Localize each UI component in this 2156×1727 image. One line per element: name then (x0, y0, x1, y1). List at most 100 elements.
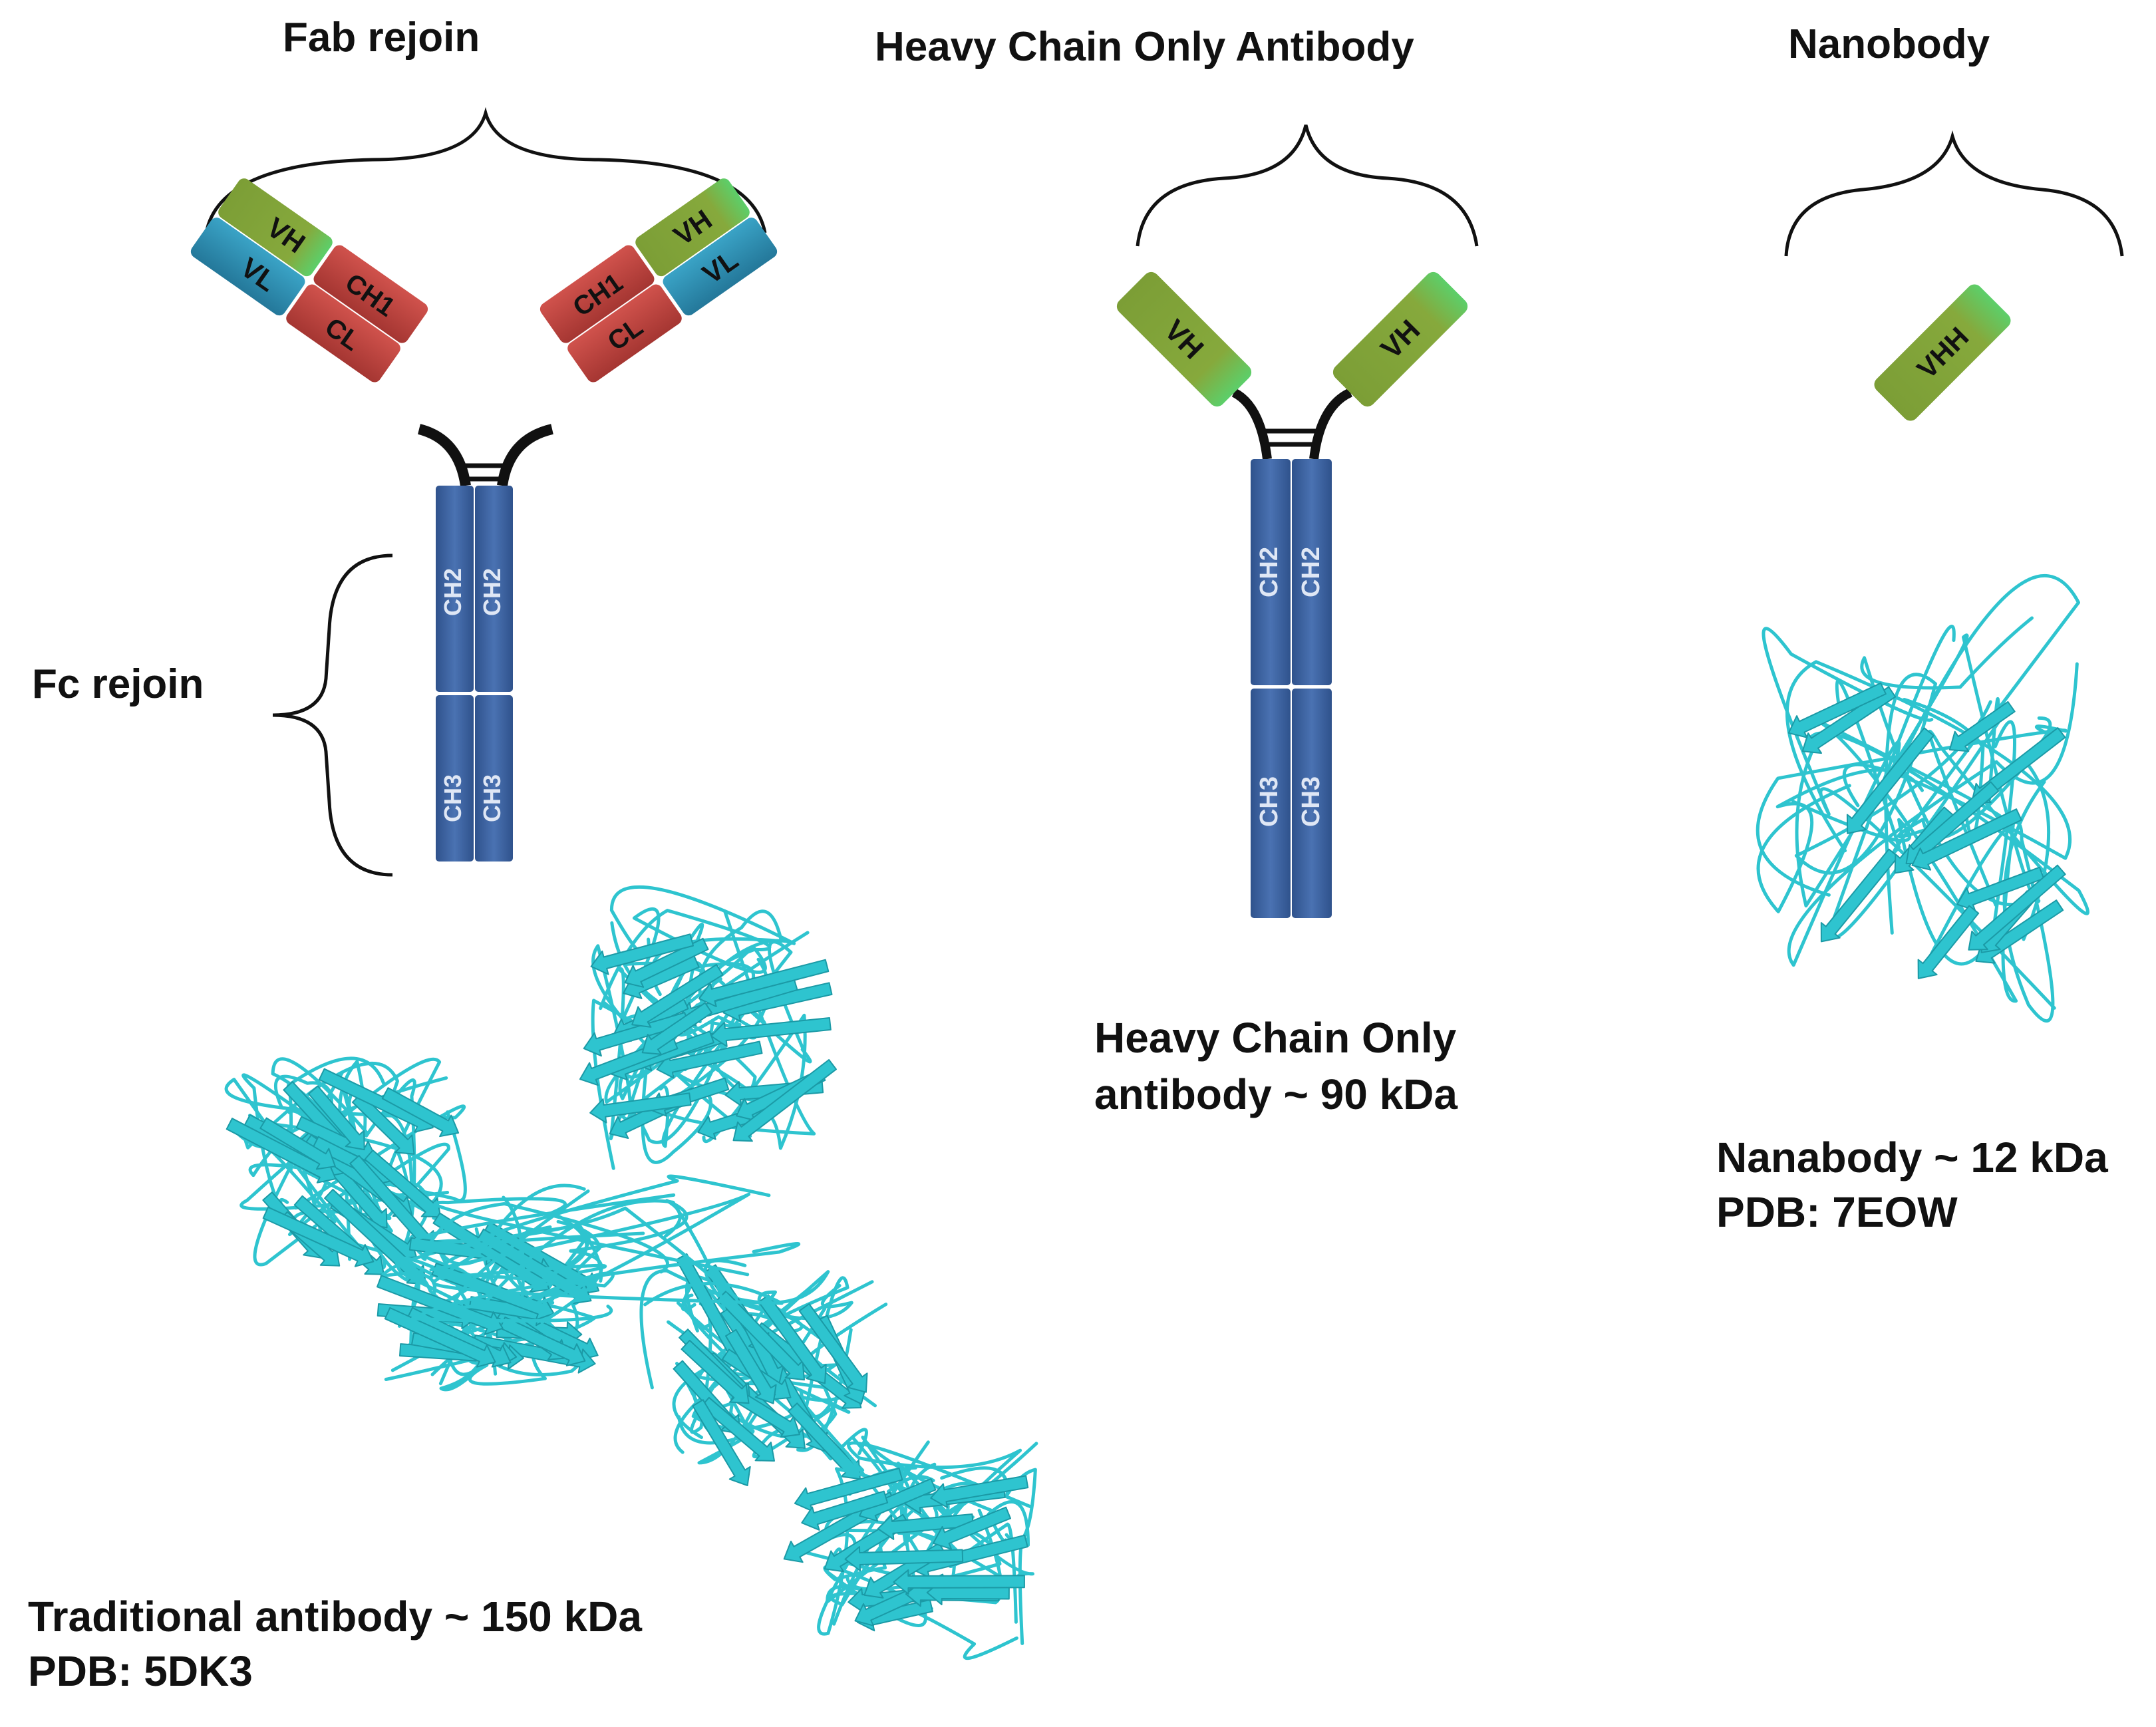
fab-arm-right: VH VL CH1 CL (539, 178, 778, 383)
traditional-caption-line2: PDB: 5DK3 (28, 1647, 253, 1695)
fc-low-strand (932, 1506, 1011, 1550)
fab-top-strand (732, 1059, 837, 1142)
hcab-vh-right: VH (1332, 271, 1468, 407)
fc-low-coil (987, 1500, 1030, 1645)
fab-left-strand (381, 1087, 460, 1138)
fab-top-strand (710, 1017, 832, 1047)
nano-caption-line2: PDB: 7EOW (1716, 1188, 1958, 1236)
hcab-ch3-label-right: CH3 (1297, 776, 1325, 827)
nanobody-title: Nanobody (1788, 21, 1990, 67)
fc-low-coil (826, 1497, 1018, 1660)
vhh-block (1874, 284, 2011, 421)
fab-top-strand (590, 933, 694, 975)
fab-arm-left: VH VL CH1 CL (190, 178, 428, 383)
fab-top-strand (698, 959, 830, 1007)
nano-strand (1917, 905, 1980, 979)
fab-brace (204, 106, 767, 234)
fc-low-strand (893, 1569, 1025, 1595)
fc-low-strand (930, 1475, 1029, 1508)
linker-coil (420, 1202, 669, 1274)
hinge-right (497, 424, 554, 487)
vl-domain-left (190, 218, 305, 316)
ch3-label-right: CH3 (478, 774, 506, 822)
hcab-ch3-domain-left (1251, 689, 1291, 918)
fc-mid-strand (692, 1399, 751, 1486)
nano-strand (1911, 808, 2022, 871)
nano-strand (1968, 864, 2066, 951)
hcab-diagram: CH2 CH2 CH3 CH3 VH VH (1116, 271, 1468, 918)
fc-low-strand (801, 1490, 889, 1531)
hcab-ch3-domain-right (1292, 689, 1332, 918)
structure-5dk3-ribbon (224, 885, 1038, 1660)
fc-brace (272, 553, 393, 877)
fc-stem: CH2 CH2 CH3 CH3 (436, 486, 513, 862)
vl-domain-right (663, 218, 778, 316)
nano-coil (1829, 625, 2000, 939)
structure-7eow-ribbon (1756, 574, 2089, 1023)
nano-coil (1791, 720, 2017, 966)
fab-top-strand (624, 937, 709, 988)
vh-domain-left (218, 178, 333, 277)
ch2-label-right: CH2 (478, 568, 506, 616)
hcab-vh-domain-left (1116, 271, 1252, 407)
ch1-domain-left (313, 245, 428, 343)
fc-low-strand (794, 1468, 903, 1512)
nano-caption-line1: Nanabody ~ 12 kDa (1716, 1134, 2108, 1181)
hcab-ch2-label-right: CH2 (1297, 547, 1325, 597)
nano-strand (1787, 682, 1887, 738)
ch2-domain-left (436, 486, 474, 692)
fab-top-coil (619, 907, 767, 1025)
ch3-domain-right (475, 695, 513, 862)
fc-mid-strand (798, 1303, 868, 1393)
hcab-ch3-label-left: CH3 (1255, 776, 1283, 827)
linker-coil (429, 1192, 751, 1306)
hcab-vh-domain-right (1332, 271, 1468, 407)
hcab-title: Heavy Chain Only Antibody (875, 24, 1414, 70)
cl-domain-right (567, 284, 682, 383)
fc-region-title: Fc rejoin (32, 661, 204, 707)
fc-mid-strand (725, 1329, 777, 1404)
nano-strand (1820, 848, 1899, 943)
traditional-antibody-diagram: CH2 CH2 CH3 CH3 VH VL CH1 CL VH VL CH1 C… (190, 178, 778, 862)
linker-coil (410, 1241, 801, 1323)
linker-coil (438, 1263, 615, 1305)
fab-top-strand (589, 1092, 692, 1124)
hinge-left (417, 424, 471, 487)
nano-coil (1795, 633, 2041, 908)
linker-coil (414, 1193, 738, 1300)
fab-top-coil (599, 909, 772, 1011)
hcab-caption-line1: Heavy Chain Only (1094, 1014, 1457, 1062)
hcab-vh-left: VH (1116, 271, 1252, 407)
vh-domain-right (635, 178, 750, 277)
linker-coil (466, 1174, 771, 1253)
vhh-domain: VHH (1874, 284, 2011, 421)
ch2-label-left: CH2 (439, 568, 466, 616)
fab-region-title: Fab rejoin (283, 15, 480, 61)
nano-strand (1801, 686, 1897, 754)
fc-mid-strand (700, 1396, 775, 1462)
fc-low-strand (844, 1546, 964, 1571)
nano-coil (1794, 673, 1992, 935)
nano-coil (1815, 718, 2018, 1003)
ch3-label-left: CH3 (439, 774, 466, 822)
fab-left-strand (262, 1206, 375, 1267)
fab-mid-strand (384, 1307, 496, 1368)
fab-left-strand (308, 1085, 365, 1151)
fab-top-strand (631, 964, 724, 1028)
hcab-hinge-right (1309, 388, 1353, 460)
fc-mid-strand (758, 1294, 827, 1384)
fc-low-coil (847, 1441, 1033, 1524)
hcab-hinge-left (1231, 388, 1272, 460)
hcab-ch2-domain-right (1292, 459, 1332, 685)
hcab-ch2-label-left: CH2 (1255, 547, 1283, 597)
hcab-brace (1136, 124, 1479, 247)
traditional-caption-line1: Traditional antibody ~ 150 kDa (28, 1593, 642, 1641)
nano-coil (1860, 616, 2034, 907)
ch1-domain-right (539, 245, 655, 343)
nano-strand (1956, 866, 2045, 911)
fab-left-coil (248, 1110, 467, 1203)
fab-left-strand (226, 1118, 337, 1183)
fc-mid-strand (681, 1339, 750, 1404)
